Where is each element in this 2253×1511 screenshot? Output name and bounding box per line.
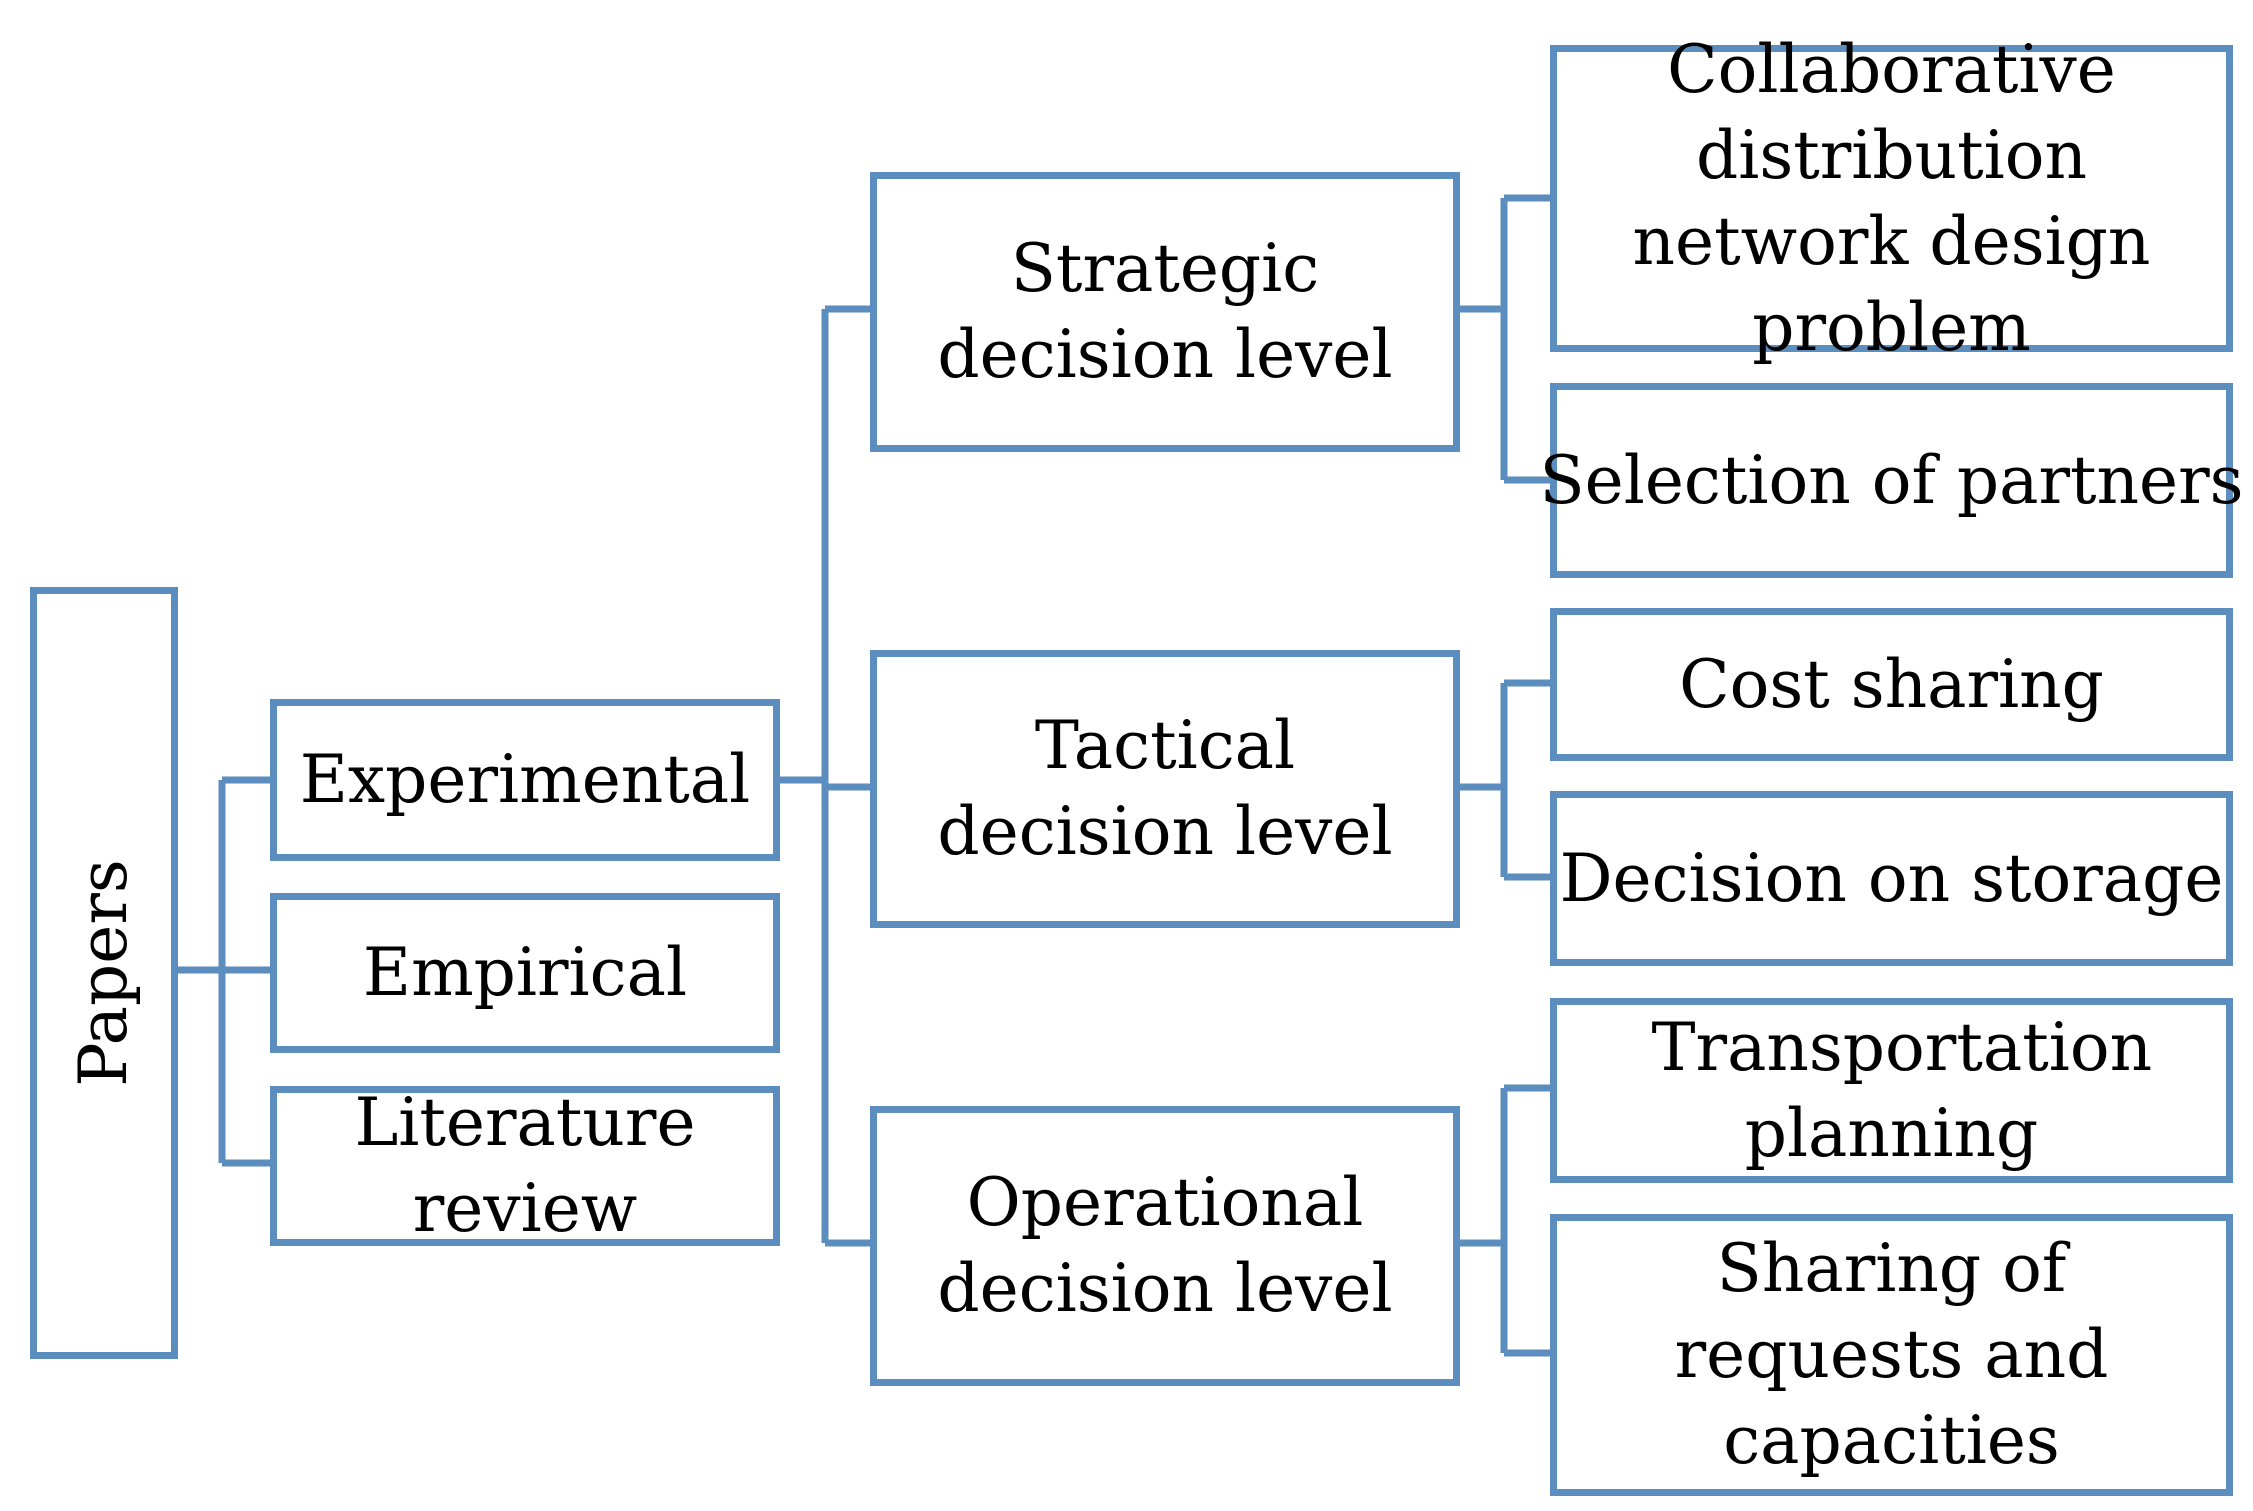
connector-root-methods bbox=[175, 776, 271, 1167]
topic-network-design-box: Collaborative distribution network desig… bbox=[1550, 31, 2233, 366]
topic-partner-selection-box: Selection of partners bbox=[1539, 383, 2244, 578]
connector-operational-topics bbox=[1457, 1084, 1551, 1357]
root-papers-box: Papers bbox=[30, 587, 178, 1359]
topic-network-design-label: Collaborative distribution network desig… bbox=[1632, 30, 2151, 366]
method-empirical-label: Empirical bbox=[362, 934, 688, 1011]
method-literature-review-box: Literature review bbox=[270, 1084, 780, 1247]
method-experimental-label: Experimental bbox=[299, 741, 751, 818]
connector-tactical-topics bbox=[1457, 679, 1551, 881]
topic-cost-sharing-label: Cost sharing bbox=[1679, 645, 2104, 723]
method-empirical-box: Empirical bbox=[270, 893, 780, 1053]
method-experimental-box: Experimental bbox=[270, 699, 780, 861]
topic-transportation-planning-box: Transportation planning bbox=[1550, 998, 2233, 1183]
level-strategic-box: Strategic decision level bbox=[870, 172, 1460, 452]
level-strategic-label: Strategic decision level bbox=[937, 230, 1393, 393]
connector-experimental-levels bbox=[777, 305, 871, 1247]
connector-strategic-topics bbox=[1457, 194, 1551, 484]
topic-storage-decision-label: Decision on storage bbox=[1559, 839, 2224, 917]
root-papers-label: Papers bbox=[65, 859, 142, 1087]
topic-partner-selection-label: Selection of partners bbox=[1539, 441, 2244, 519]
level-operational-box: Operational decision level bbox=[870, 1106, 1460, 1386]
level-tactical-label: Tactical decision level bbox=[937, 707, 1393, 870]
topic-requests-capacities-box: Sharing of requests and capacities bbox=[1550, 1214, 2233, 1496]
topic-transportation-planning-label: Transportation planning bbox=[1651, 1008, 2153, 1172]
method-literature-review-label: Literature review bbox=[354, 1084, 696, 1247]
level-operational-label: Operational decision level bbox=[937, 1164, 1393, 1327]
topic-cost-sharing-box: Cost sharing bbox=[1550, 608, 2233, 761]
topic-storage-decision-box: Decision on storage bbox=[1550, 791, 2233, 966]
level-tactical-box: Tactical decision level bbox=[870, 650, 1460, 928]
topic-requests-capacities-label: Sharing of requests and capacities bbox=[1674, 1230, 2109, 1479]
